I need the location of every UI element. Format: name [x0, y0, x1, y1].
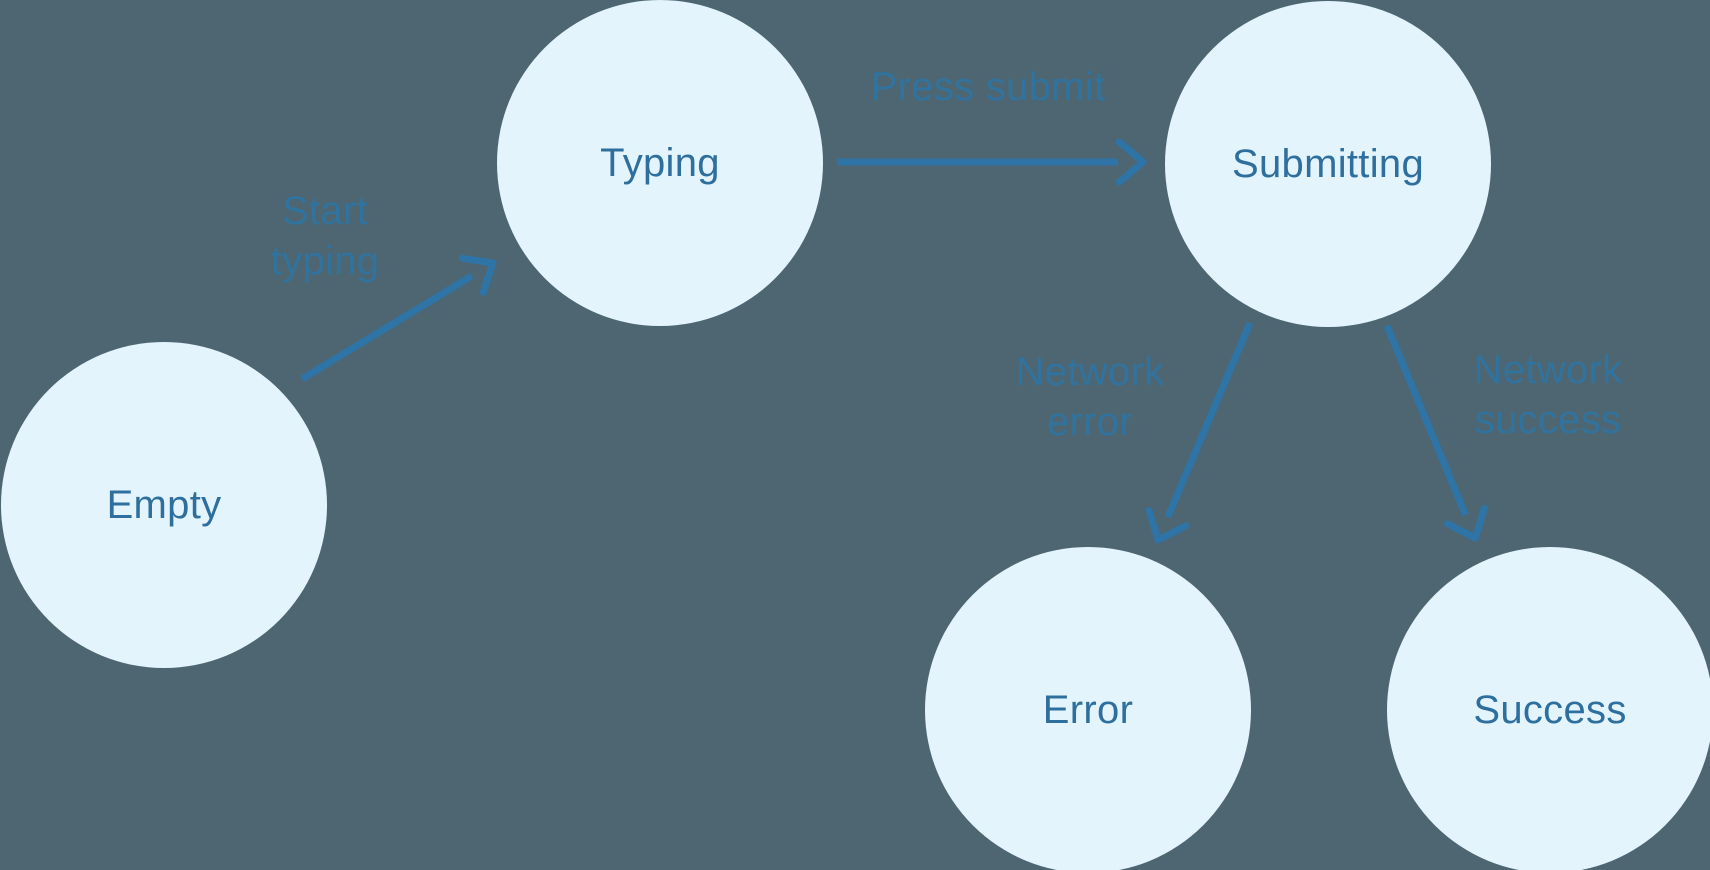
state-node-label: Empty [106, 482, 222, 527]
state-node-typing: Typing [497, 0, 823, 326]
arrowhead-icon [1443, 504, 1488, 542]
state-node-empty: Empty [1, 342, 327, 668]
arrow-shaft [300, 272, 474, 382]
arrowhead-icon [1115, 138, 1147, 186]
edge-label-start-typing: Start typing [270, 189, 380, 283]
transition-arrow-network-error [1145, 321, 1254, 544]
state-node-label: Error [1042, 687, 1134, 732]
arrowhead-icon [458, 254, 497, 296]
edge-label-network-error: Network error [1015, 350, 1165, 444]
state-node-success: Success [1387, 547, 1710, 870]
state-node-label: Typing [600, 140, 720, 185]
state-node-label: Success [1473, 687, 1627, 732]
arrowhead-icon [1145, 506, 1190, 544]
transition-arrow-network-success [1383, 324, 1488, 542]
arrow-shaft [1164, 321, 1254, 519]
transition-arrow-start-typing [300, 254, 497, 382]
edge-label-press-submit: Press submit [870, 65, 1106, 109]
edge-label-network-success: Network success [1473, 348, 1623, 442]
state-node-error: Error [925, 547, 1251, 870]
transition-arrow-press-submit [837, 138, 1147, 186]
state-node-submitting: Submitting [1165, 1, 1491, 327]
arrow-shaft [1383, 324, 1469, 517]
state-node-label: Submitting [1232, 141, 1424, 186]
